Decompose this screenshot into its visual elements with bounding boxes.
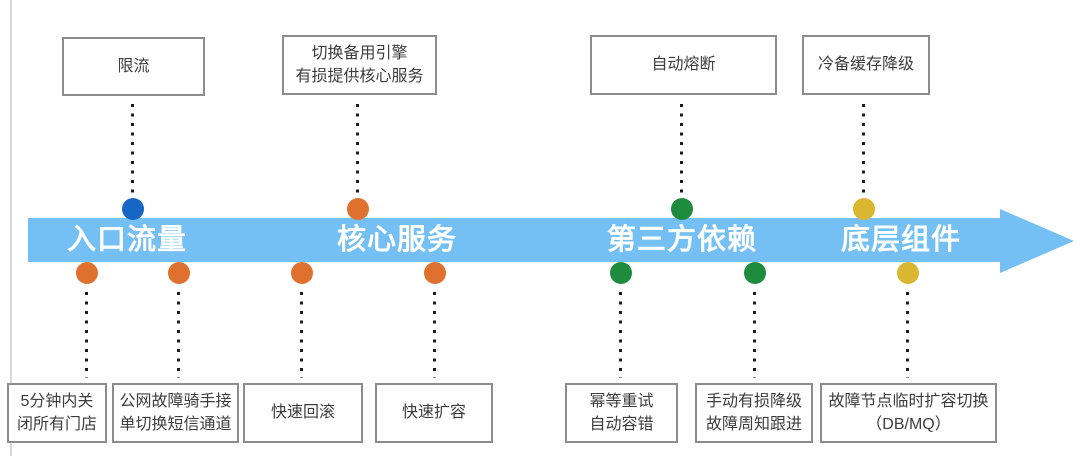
bottom-box-quick-rollback: 快速回滚: [243, 383, 363, 443]
connector-dot-yellow: [853, 198, 875, 220]
connector-dot-green: [744, 262, 766, 284]
bottom-box-idempotent-retry-label: 幂等重试 自动容错: [589, 392, 654, 433]
bottom-box-sms-channel-switch: 公网故障骑手接 单切换短信通道: [112, 383, 239, 443]
connector-dot-orange: [168, 262, 190, 284]
dotted-connector-line: [753, 292, 756, 378]
dotted-connector-line: [177, 292, 180, 378]
top-box-cold-standby-label: 冷备缓存降级: [817, 56, 914, 74]
connector-dot-blue: [122, 198, 144, 220]
dotted-connector-line: [131, 104, 134, 194]
dotted-connector-line: [85, 292, 88, 378]
timeline-segment-label-third-party: 第三方依赖: [607, 224, 758, 256]
top-box-backup-engine-label: 切换备用引擎 有损提供核心服务: [295, 44, 424, 85]
timeline-arrow-body: [28, 218, 1000, 262]
bottom-box-close-stores-label: 5分钟内关 闭所有门店: [16, 392, 97, 433]
top-box-rate-limit: 限流: [62, 37, 205, 96]
dotted-connector-line: [906, 292, 909, 378]
timeline-segment-label-entry-traffic: 入口流量: [67, 224, 188, 256]
bottom-box-manual-degrade: 手动有损降级 故障周知跟进: [695, 383, 813, 443]
connector-dot-orange: [424, 262, 446, 284]
connector-dot-yellow: [897, 262, 919, 284]
bottom-box-db-mq-failover-label: 故障节点临时扩容切换 （DB/MQ）: [828, 392, 989, 433]
dotted-connector-line: [300, 292, 303, 378]
connector-dot-orange: [76, 262, 98, 284]
top-box-rate-limit-label: 限流: [117, 57, 150, 75]
bottom-box-quick-rollback-label: 快速回滚: [270, 404, 335, 422]
dotted-connector-line: [862, 104, 865, 194]
bottom-box-quick-scale-out-label: 快速扩容: [401, 404, 466, 422]
bottom-box-db-mq-failover: 故障节点临时扩容切换 （DB/MQ）: [820, 383, 997, 443]
top-box-circuit-breaker-label: 自动熔断: [651, 56, 716, 74]
top-box-backup-engine: 切换备用引擎 有损提供核心服务: [282, 35, 437, 95]
timeline-segment-label-core-services: 核心服务: [337, 224, 458, 256]
top-box-cold-standby: 冷备缓存降级: [802, 35, 930, 95]
timeline-segment-label-infrastructure: 底层组件: [841, 224, 962, 256]
dotted-connector-line: [433, 292, 436, 378]
timeline-arrow-head-icon: [1000, 209, 1074, 273]
bottom-box-manual-degrade-label: 手动有损降级 故障周知跟进: [705, 392, 802, 433]
bottom-box-close-stores: 5分钟内关 闭所有门店: [7, 383, 107, 443]
bottom-box-sms-channel-switch-label: 公网故障骑手接 单切换短信通道: [119, 392, 232, 433]
top-box-circuit-breaker: 自动熔断: [590, 35, 777, 95]
page-left-border: [10, 0, 12, 456]
bottom-box-quick-scale-out: 快速扩容: [375, 383, 493, 443]
dotted-connector-line: [356, 104, 359, 194]
connector-dot-green: [671, 198, 693, 220]
connector-dot-orange: [347, 198, 369, 220]
dotted-connector-line: [680, 104, 683, 194]
connector-dot-green: [610, 262, 632, 284]
bottom-box-idempotent-retry: 幂等重试 自动容错: [565, 383, 678, 443]
dotted-connector-line: [619, 292, 622, 378]
connector-dot-orange: [291, 262, 313, 284]
